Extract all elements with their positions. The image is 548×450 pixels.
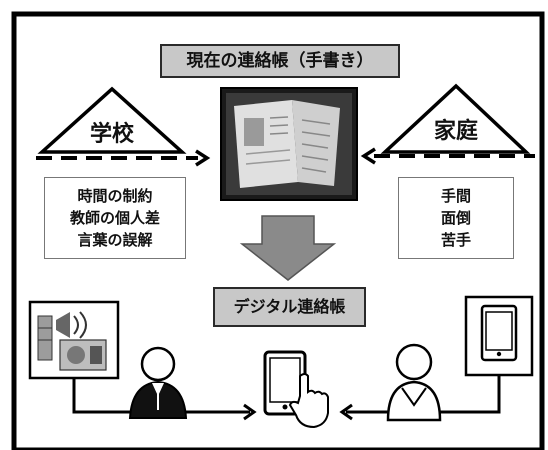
home-label: 家庭 bbox=[433, 119, 478, 144]
home-issue-item: 手間 bbox=[440, 187, 471, 205]
down-arrow bbox=[239, 215, 337, 281]
school-label: 学校 bbox=[89, 122, 134, 147]
outer-frame bbox=[11, 11, 545, 450]
parent-right-connector bbox=[440, 375, 501, 414]
home-triangle bbox=[380, 83, 531, 154]
notebook-photo-icon bbox=[220, 87, 358, 201]
school-issue-item: 時間の制約 bbox=[77, 187, 153, 205]
home-issue-item: 苦手 bbox=[440, 231, 471, 249]
teacher-left-connector bbox=[72, 378, 130, 414]
smartphone-touch-icon bbox=[263, 350, 329, 429]
school-issue-item: 言葉の誤解 bbox=[77, 231, 153, 249]
school-issue-item: 教師の個人差 bbox=[69, 209, 160, 227]
digital-notebook-label: デジタル連絡帳 bbox=[213, 287, 366, 327]
school-arrowhead bbox=[195, 149, 211, 167]
tablet-icon bbox=[464, 295, 534, 377]
current-notebook-title: 現在の連絡帳（手書き） bbox=[160, 44, 400, 78]
school-issues-box: 時間の制約 教師の個人差 言葉の誤解 bbox=[44, 177, 186, 259]
home-arrowhead bbox=[360, 147, 376, 165]
teacher-to-phone-arrowhead bbox=[243, 403, 257, 421]
media-devices-icon bbox=[28, 300, 120, 380]
parent-to-phone-arrowhead bbox=[339, 403, 353, 421]
school-triangle bbox=[37, 86, 187, 154]
home-issue-item: 面倒 bbox=[440, 209, 471, 227]
teacher-icon bbox=[128, 346, 188, 419]
parent-icon bbox=[386, 343, 442, 422]
home-issues-box: 手間 面倒 苦手 bbox=[398, 177, 514, 259]
